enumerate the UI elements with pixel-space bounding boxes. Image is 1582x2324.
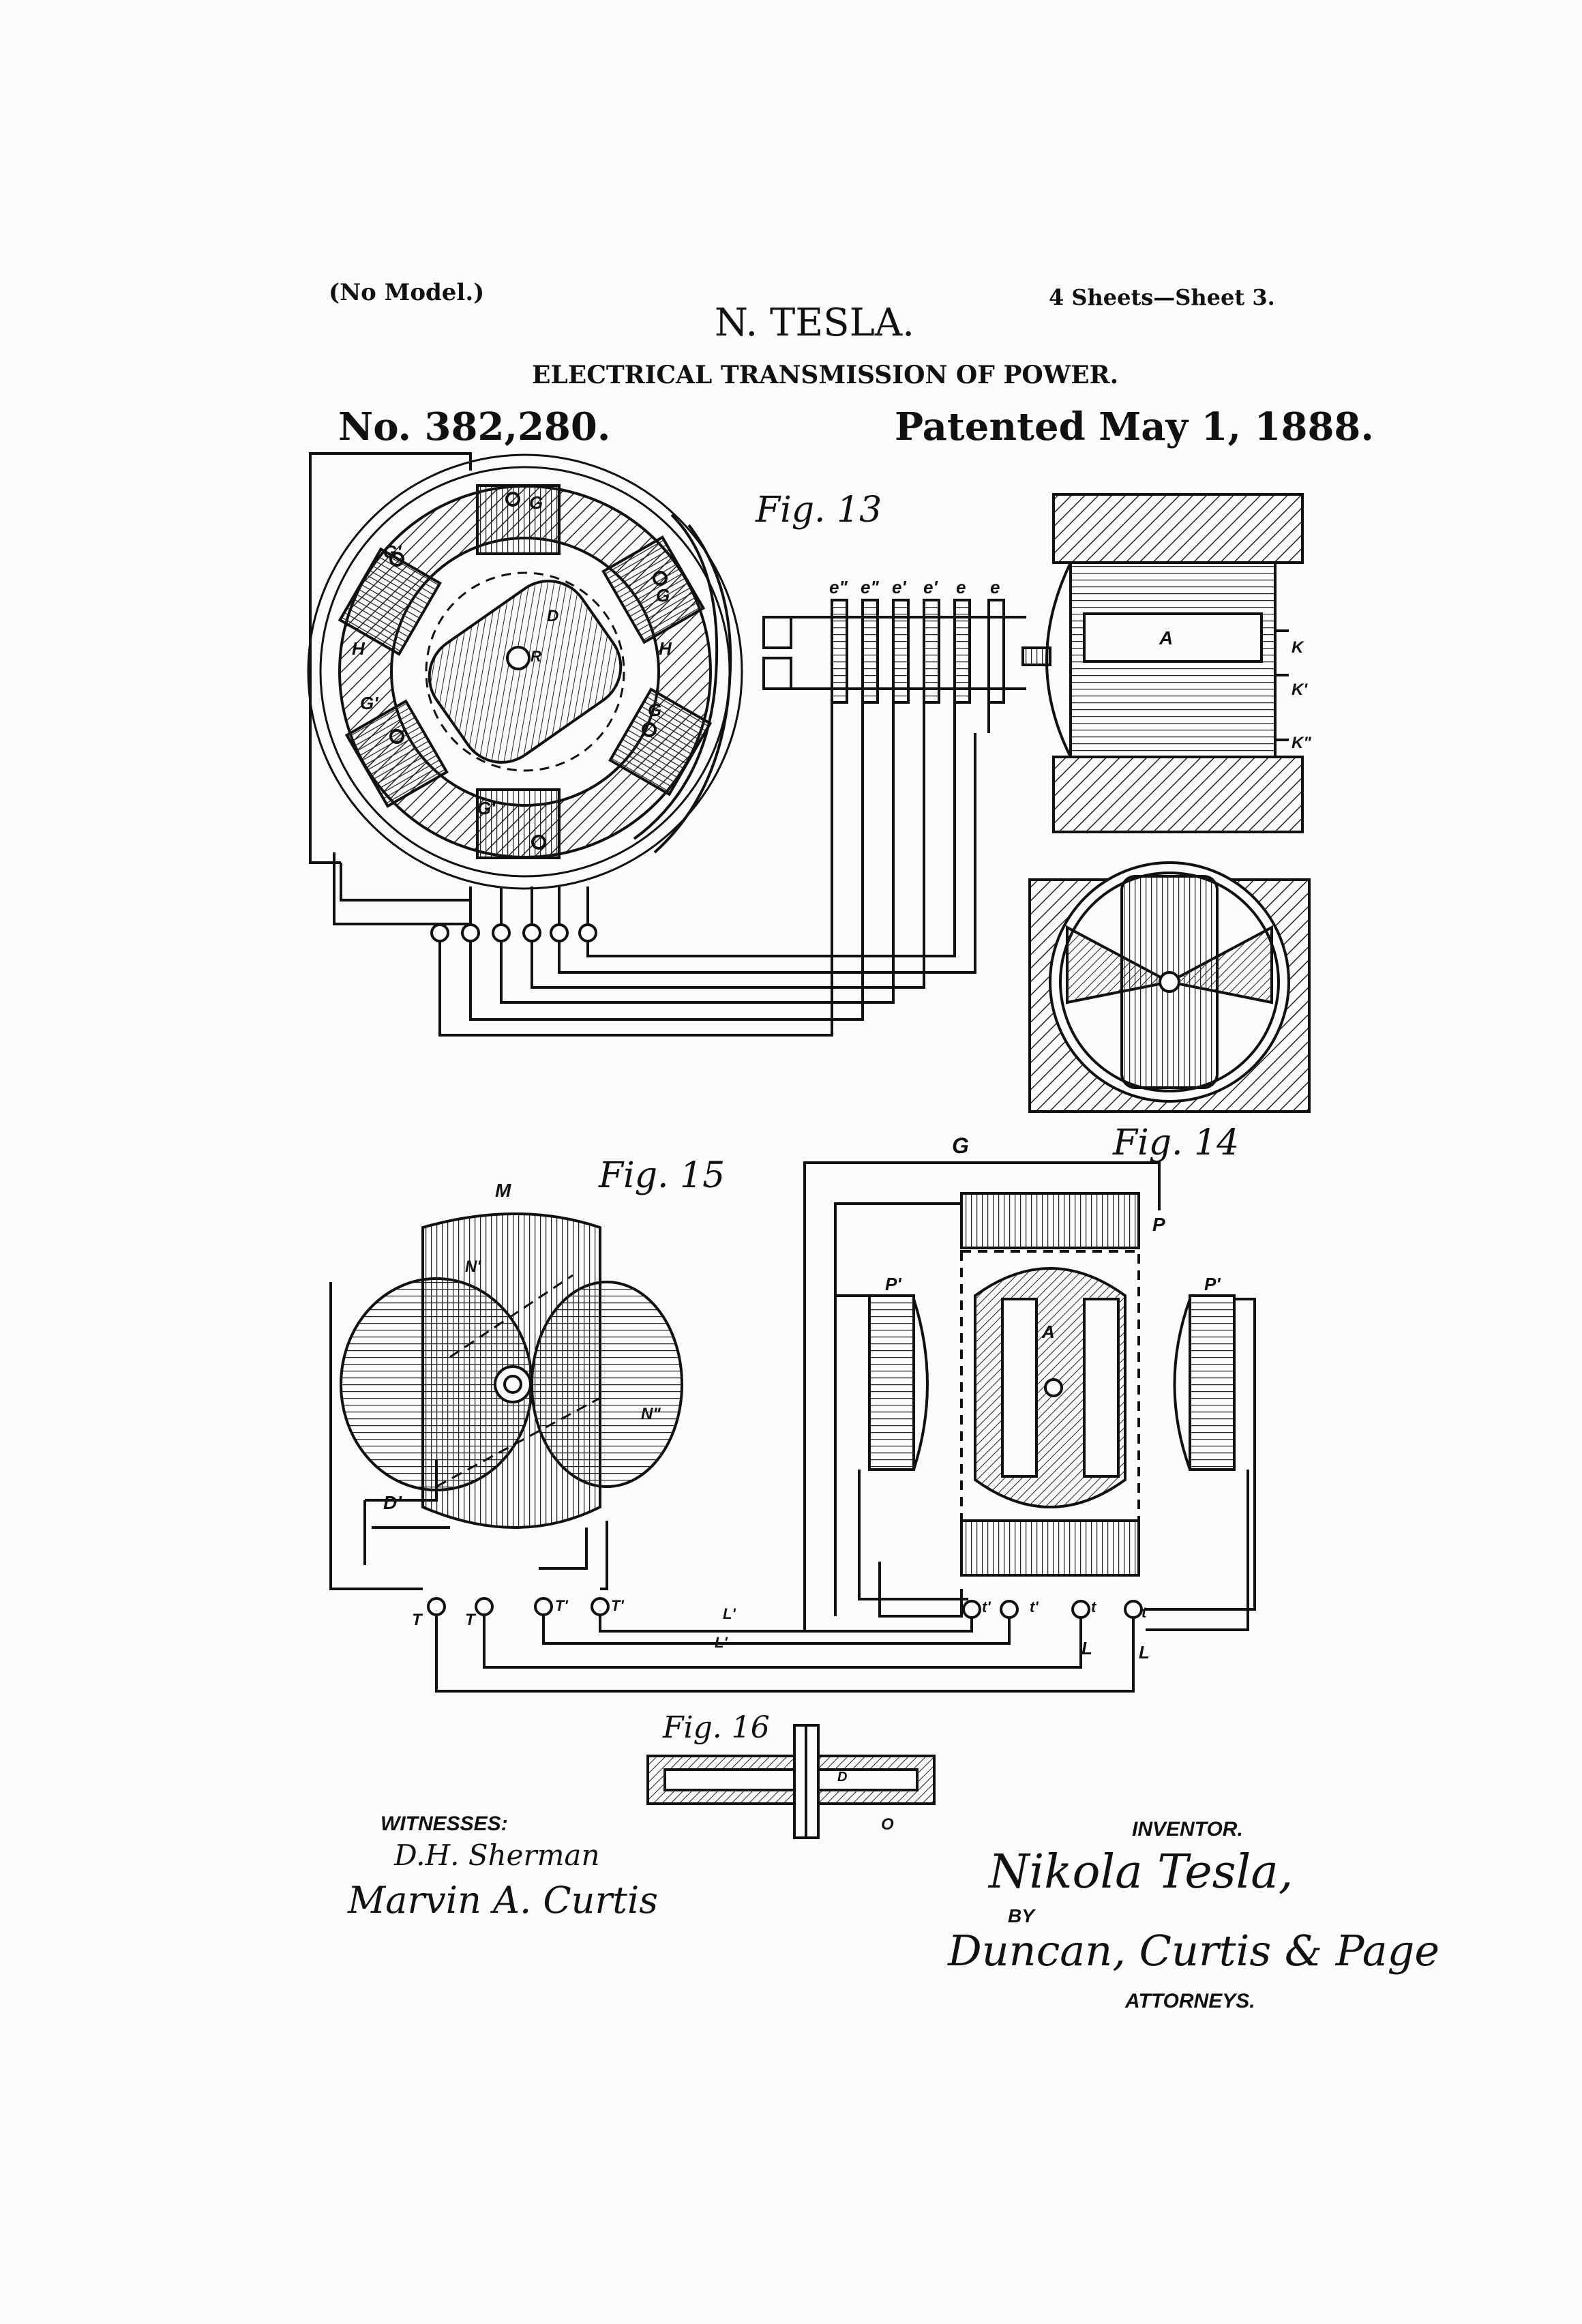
witness-signature-1: D.H. Sherman — [394, 1838, 600, 1872]
fig15-motor — [329, 1212, 683, 1590]
label-e4: e' — [923, 577, 938, 597]
label-e5: e — [956, 577, 966, 597]
label-P: P — [1152, 1214, 1165, 1235]
by-label: BY — [1008, 1905, 1034, 1926]
label-t3: t — [1091, 1598, 1096, 1615]
label-K: K — [1292, 638, 1304, 657]
label-G-fig15: G — [952, 1133, 969, 1158]
label-D1: D' — [383, 1492, 402, 1513]
label-T4: T' — [611, 1597, 624, 1614]
fig16-title: Fig. 16 — [663, 1710, 770, 1745]
label-G2: G — [656, 585, 670, 606]
label-T2: T — [465, 1611, 475, 1629]
inventor-name-heading: N. TESLA. — [715, 301, 915, 345]
witnesses-label: WITNESSES: — [380, 1813, 508, 1835]
fig15-title: Fig. 15 — [599, 1155, 726, 1196]
label-A-fig15: A — [1042, 1322, 1055, 1342]
label-G3: G' — [360, 693, 378, 713]
patent-number: No. 382,280. — [338, 404, 611, 449]
label-D: D — [547, 607, 559, 625]
label-N: N' — [465, 1257, 481, 1276]
label-H-right: H — [659, 638, 672, 659]
label-L2: L' — [715, 1634, 728, 1651]
fig15-right-motor — [803, 1161, 1256, 1631]
label-K1: K' — [1292, 681, 1308, 699]
label-t4: t — [1141, 1604, 1147, 1621]
label-e2: e" — [861, 577, 879, 597]
label-T1: T — [412, 1611, 422, 1629]
label-L3: L — [1081, 1638, 1092, 1658]
label-L4: L — [1139, 1642, 1150, 1663]
label-R: R — [531, 648, 541, 665]
inventor-label: INVENTOR. — [1132, 1818, 1243, 1841]
patent-title: ELECTRICAL TRANSMISSION OF POWER. — [532, 361, 1119, 389]
label-G4: G — [648, 700, 662, 720]
label-P1-left: P' — [885, 1274, 901, 1294]
label-K2: K" — [1292, 734, 1311, 752]
label-N2: N" — [641, 1405, 661, 1423]
label-t1: t' — [982, 1598, 991, 1615]
fig13-title: Fig. 13 — [756, 490, 882, 531]
fig13-commutator — [762, 599, 1051, 733]
model-note: (No Model.) — [329, 279, 485, 306]
label-A-fig13: A — [1159, 627, 1174, 649]
label-L1: L' — [723, 1605, 736, 1622]
label-M: M — [495, 1180, 511, 1201]
label-e3: e' — [892, 577, 906, 597]
label-G5: G' — [477, 798, 496, 818]
label-t2: t' — [1030, 1598, 1039, 1615]
label-D-fig16: D — [837, 1770, 848, 1785]
label-e1: e" — [829, 577, 848, 597]
label-O: O — [881, 1815, 894, 1834]
sheet-count: 4 Sheets—Sheet 3. — [1049, 284, 1275, 310]
attorneys-signature: Duncan, Curtis & Page — [948, 1926, 1440, 1976]
field-coils — [338, 484, 713, 859]
fig16-disk — [646, 1724, 936, 1839]
label-T3: T' — [555, 1597, 568, 1614]
fig14-motor — [1028, 861, 1311, 1113]
witness-signature-2: Marvin A. Curtis — [348, 1879, 658, 1922]
fig15-terminals — [427, 1597, 1143, 1693]
label-G1: G' — [383, 541, 402, 562]
fig14-title: Fig. 14 — [1113, 1122, 1240, 1163]
label-e6: e — [990, 577, 1000, 597]
inventor-signature: Nikola Tesla, — [989, 1845, 1294, 1899]
patent-date: Patented May 1, 1888. — [895, 404, 1374, 449]
label-P1-right: P' — [1204, 1274, 1221, 1294]
attorneys-label: ATTORNEYS. — [1125, 1990, 1255, 2012]
fig13-armature-block — [1045, 493, 1304, 833]
fig13-ring-motor — [307, 452, 976, 1037]
label-H-left: H — [352, 638, 365, 659]
label-G-top: G — [529, 492, 543, 513]
